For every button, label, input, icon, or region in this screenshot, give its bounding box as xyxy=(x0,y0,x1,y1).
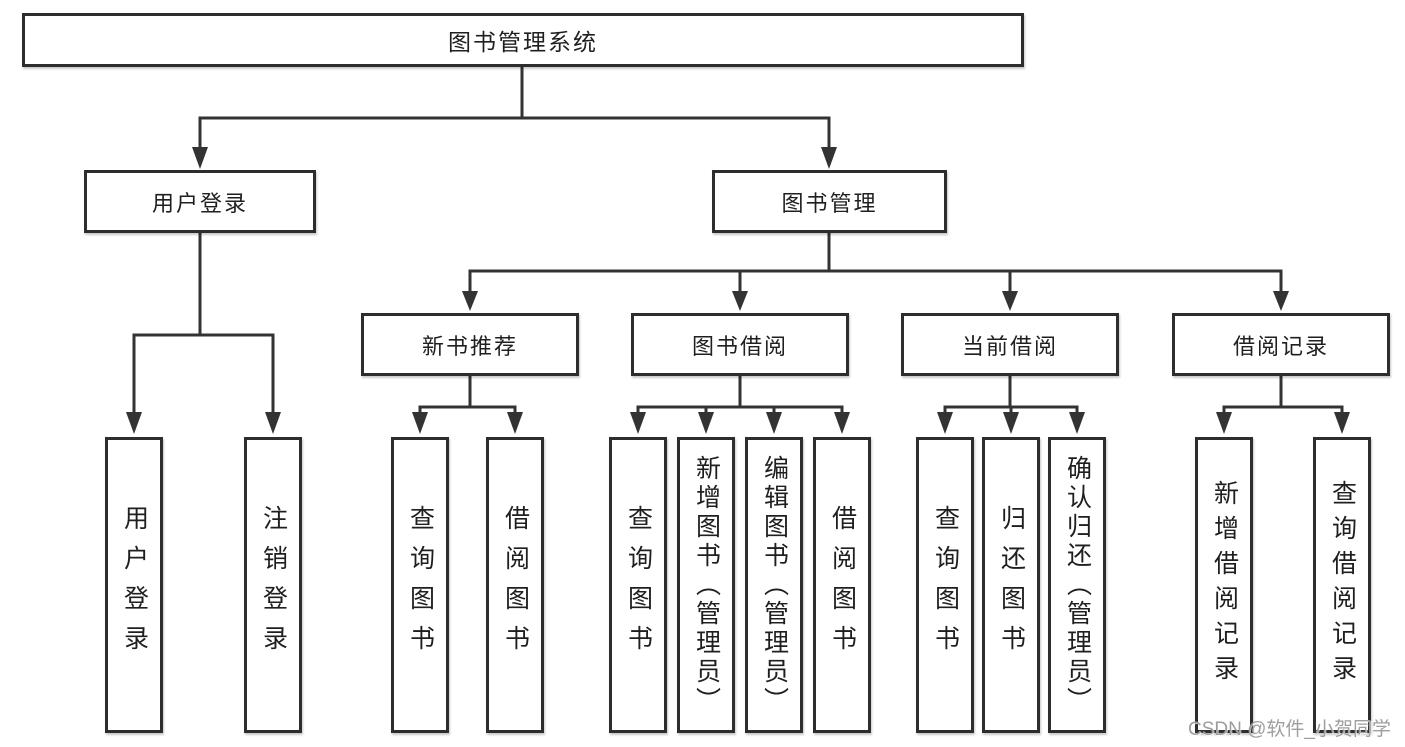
new-book-recommend-connector xyxy=(412,374,523,434)
leaf-query-book-recommend: 查询图书 xyxy=(391,437,449,733)
leaf-query-book-borrow: 查询图书 xyxy=(609,437,667,733)
node-current-borrow: 当前借阅 xyxy=(901,313,1119,376)
user-login-connector xyxy=(126,231,281,434)
leaf-query-borrow-record: 查询借阅记录 xyxy=(1313,437,1371,733)
leaf-logout: 注销登录 xyxy=(244,437,302,733)
leaf-return-book: 归还图书 xyxy=(982,437,1040,733)
borrow-record-connector xyxy=(1216,374,1350,434)
node-borrow-record: 借阅记录 xyxy=(1172,313,1390,376)
root-connector xyxy=(192,65,837,169)
leaf-add-book-admin: 新增图书（管理员） xyxy=(677,437,735,733)
current-borrow-connector xyxy=(937,374,1085,434)
book-management-connector xyxy=(462,231,1289,311)
node-root-system: 图书管理系统 xyxy=(22,13,1024,67)
node-book-borrow: 图书借阅 xyxy=(631,313,849,376)
leaf-add-borrow-record: 新增借阅记录 xyxy=(1195,437,1253,733)
leaf-query-book-current: 查询图书 xyxy=(916,437,974,733)
node-book-management: 图书管理 xyxy=(712,170,947,233)
leaf-user-login: 用户登录 xyxy=(105,437,163,733)
book-borrow-connector xyxy=(630,374,850,434)
watermark: CSDN @软件_小贺同学 xyxy=(1188,719,1391,740)
leaf-edit-book-admin: 编辑图书（管理员） xyxy=(745,437,803,733)
leaf-confirm-return-admin: 确认归还（管理员） xyxy=(1048,437,1106,733)
leaf-borrow-book: 借阅图书 xyxy=(813,437,871,733)
leaf-borrow-book-recommend: 借阅图书 xyxy=(486,437,544,733)
node-new-book-recommend: 新书推荐 xyxy=(361,313,579,376)
node-user-login: 用户登录 xyxy=(84,170,316,233)
